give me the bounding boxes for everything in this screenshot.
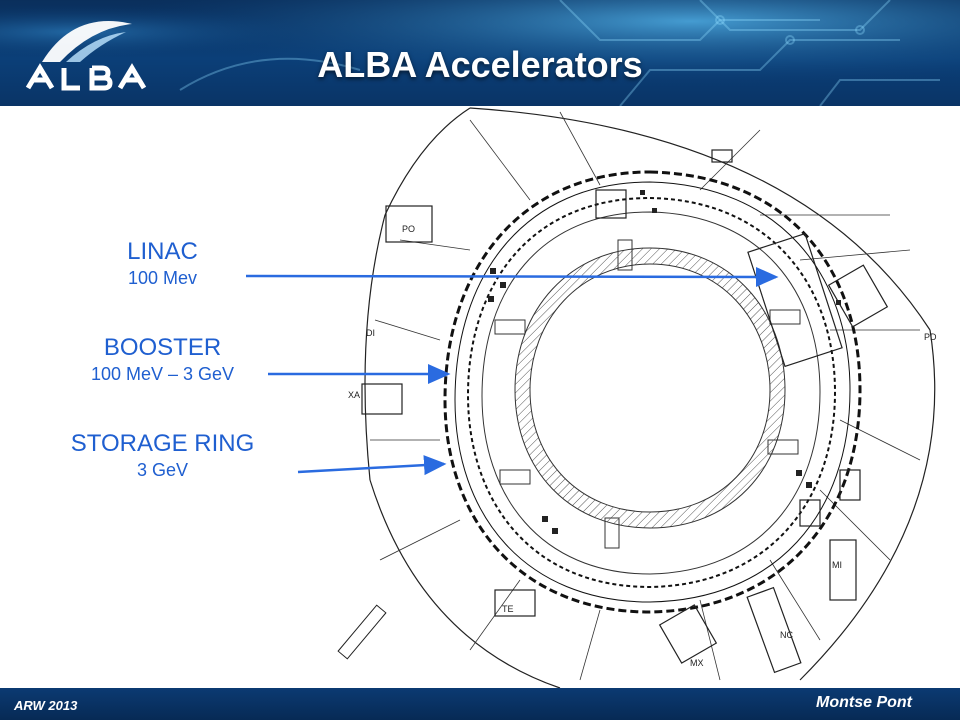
booster-energy: 100 MeV – 3 GeV [90, 364, 235, 384]
booster-name: BOOSTER [103, 334, 222, 361]
footer-author: Montse Pont [816, 694, 912, 711]
linac-name: LINAC [127, 238, 198, 265]
transfer-line [337, 604, 387, 660]
footer-event: ARW 2013 [14, 698, 78, 713]
storage-ring-arrow [297, 455, 447, 476]
pointer-arrows [245, 266, 779, 476]
accelerator-layout-diagram: PO DI XA TE MX NC MI PD [245, 107, 937, 688]
header-banner: ALBA Accelerators [0, 0, 960, 106]
area-label-mi: MI [832, 560, 842, 570]
storage-ring-name: STORAGE RING [70, 430, 255, 457]
tunnel-connectors [494, 239, 801, 549]
header-circuit-background [0, 0, 960, 106]
area-label-di: DI [366, 328, 375, 338]
area-label-xa: XA [348, 390, 360, 400]
alba-logo [25, 21, 147, 91]
area-label-pd: PD [924, 332, 937, 342]
page-title: ALBA Accelerators [317, 44, 643, 85]
linac-label: LINAC 100 Mev [40, 238, 285, 290]
area-label-mx: MX [690, 658, 704, 668]
inner-shielding-ring [514, 247, 786, 529]
area-label-po: PO [402, 224, 415, 234]
booster-label: BOOSTER 100 MeV – 3 GeV [40, 334, 285, 386]
footer-bar: ARW 2013 Montse Pont [0, 688, 960, 720]
building-outline [364, 107, 936, 688]
linac-arrow [245, 266, 779, 287]
area-label-te: TE [502, 604, 514, 614]
component-labels: LINAC 100 Mev BOOSTER 100 MeV – 3 GeV ST… [40, 238, 285, 526]
linac-energy: 100 Mev [127, 268, 198, 288]
service-tunnel [481, 211, 821, 575]
booster-ring [466, 196, 837, 589]
storage-ring-energy: 3 GeV [136, 460, 189, 480]
magnet-elements [488, 190, 841, 534]
linac-tunnel [361, 149, 889, 674]
area-label-nc: NC [780, 630, 793, 640]
storage-ring-label: STORAGE RING 3 GeV [40, 430, 285, 482]
storage-ring [443, 170, 862, 614]
